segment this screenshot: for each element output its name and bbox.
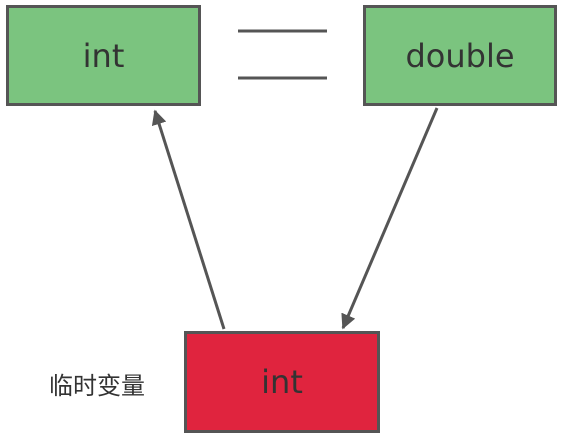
- double-box-label: double: [405, 36, 515, 75]
- temp-int-box: int: [184, 331, 380, 433]
- temp-variable-caption: 临时变量: [49, 372, 145, 400]
- int-box-top-label: int: [82, 36, 125, 75]
- temp-int-box-label: int: [261, 363, 303, 401]
- arrow-double-to-temp: [341, 107, 439, 330]
- int-box-top: int: [6, 5, 201, 106]
- arrow-temp-to-int: [151, 109, 226, 330]
- double-box: double: [363, 5, 557, 106]
